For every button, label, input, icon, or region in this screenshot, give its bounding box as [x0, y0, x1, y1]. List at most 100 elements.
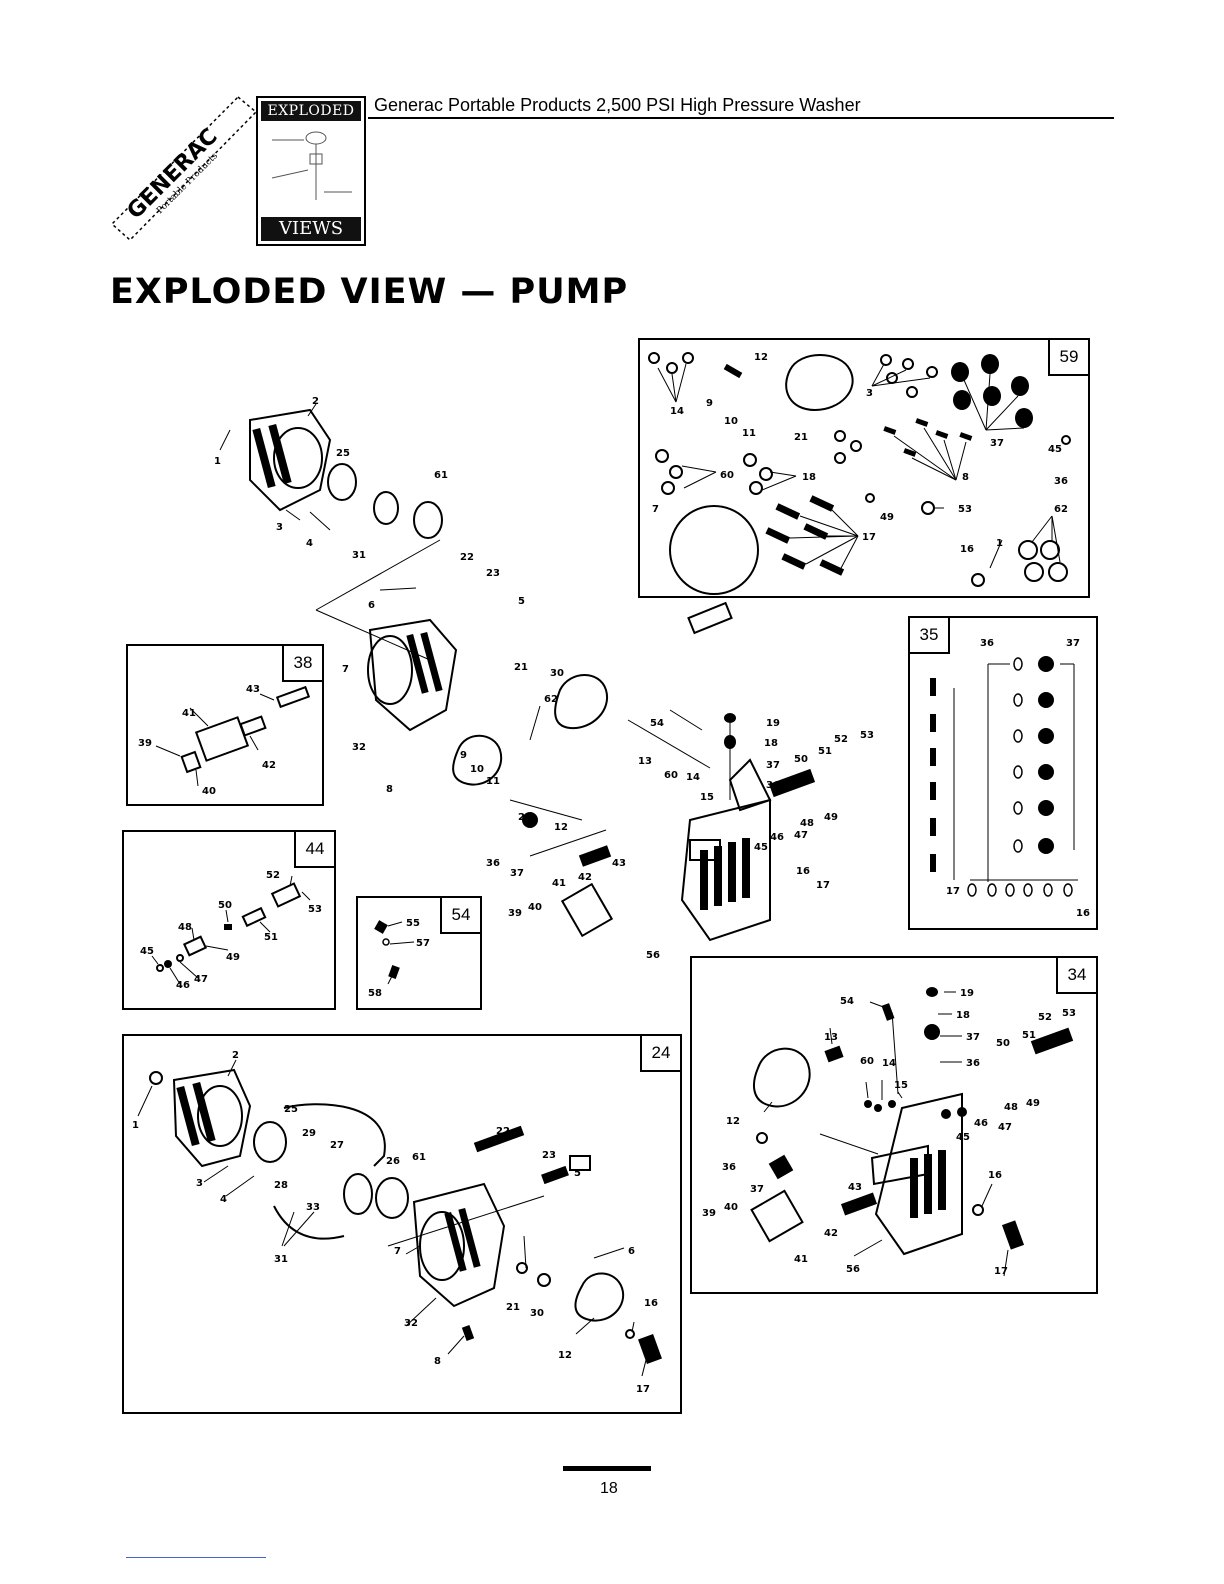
k59-label-10: 10	[724, 416, 738, 427]
k34-label-37b: 37	[750, 1184, 764, 1195]
main-label-1: 1	[214, 456, 221, 467]
page-title: EXPLODED VIEW — PUMP	[110, 272, 629, 312]
main-label-49: 49	[824, 812, 838, 823]
main-label-13: 13	[638, 756, 652, 767]
main-label-8: 8	[386, 784, 393, 795]
k35-label-16: 16	[1076, 908, 1090, 919]
k24-label-27: 27	[330, 1140, 344, 1151]
main-label-10: 10	[470, 764, 484, 775]
main-label-36: 36	[766, 780, 780, 791]
k59-label-1: 1	[996, 538, 1003, 549]
k59-label-14: 14	[670, 406, 684, 417]
k24-label-32: 32	[404, 1318, 418, 1329]
k34-label-36: 36	[966, 1058, 980, 1069]
main-label-41: 41	[552, 878, 566, 889]
main-label-43: 43	[612, 858, 626, 869]
k24-label-29: 29	[302, 1128, 316, 1139]
k44-label-52: 52	[266, 870, 280, 881]
kit-35-number: 35	[910, 618, 950, 654]
k24-label-16: 16	[644, 1298, 658, 1309]
k59-label-36: 36	[1054, 476, 1068, 487]
k34-label-48: 48	[1004, 1102, 1018, 1113]
k34-label-18: 18	[956, 1010, 970, 1021]
k44-label-49: 49	[226, 952, 240, 963]
main-label-4: 4	[306, 538, 313, 549]
k34-label-46: 46	[974, 1118, 988, 1129]
badge-diagram-icon	[271, 131, 352, 200]
k34-label-42: 42	[824, 1228, 838, 1239]
main-label-50: 50	[794, 754, 808, 765]
main-label-21: 21	[514, 662, 528, 673]
k59-label-8: 8	[962, 472, 969, 483]
main-label-54: 54	[650, 718, 664, 729]
kit-35-panel: 35 36 37 17	[908, 616, 1098, 930]
k24-label-61: 61	[412, 1152, 426, 1163]
k59-label-21: 21	[794, 432, 808, 443]
k34-label-37: 37	[966, 1032, 980, 1043]
k24-label-23: 23	[542, 1150, 556, 1161]
main-label-56: 56	[646, 950, 660, 961]
k34-label-60: 60	[860, 1056, 874, 1067]
k59-label-49: 49	[880, 512, 894, 523]
k59-label-53: 53	[958, 504, 972, 515]
kit-24-panel: 24	[122, 1034, 682, 1414]
main-label-19: 19	[766, 718, 780, 729]
main-label-60: 60	[664, 770, 678, 781]
k34-label-47: 47	[998, 1122, 1012, 1133]
main-label-52: 52	[834, 734, 848, 745]
k24-label-22: 22	[496, 1126, 510, 1137]
main-label-20: 20	[518, 812, 532, 823]
kit-59-panel: 59	[638, 338, 1090, 598]
logo-brand-text: GENERAC	[123, 124, 223, 224]
generac-logo: GENERAC Portable Products	[108, 92, 258, 242]
main-label-14: 14	[686, 772, 700, 783]
k24-label-28: 28	[274, 1180, 288, 1191]
main-label-11: 11	[486, 776, 500, 787]
page-number: 18	[600, 1480, 618, 1497]
k35-label-36: 36	[980, 638, 994, 649]
k38-label-40: 40	[202, 786, 216, 797]
k44-label-46: 46	[176, 980, 190, 991]
k24-label-6: 6	[628, 1246, 635, 1257]
k38-label-42: 42	[262, 760, 276, 771]
k35-label-37: 37	[1066, 638, 1080, 649]
k54-label-57: 57	[416, 938, 430, 949]
main-label-51: 51	[818, 746, 832, 757]
kit-34-number: 34	[1056, 958, 1096, 994]
k34-label-17: 17	[994, 1266, 1008, 1277]
k44-label-48: 48	[178, 922, 192, 933]
main-label-37: 37	[766, 760, 780, 771]
k44-label-51: 51	[264, 932, 278, 943]
header-rule	[368, 117, 1114, 119]
main-label-40: 40	[528, 902, 542, 913]
main-label-61: 61	[434, 470, 448, 481]
k24-label-1: 1	[132, 1120, 139, 1131]
kit-38-parts-diagram: 43 41 39 40 42	[138, 684, 311, 797]
k34-label-43: 43	[848, 1182, 862, 1193]
main-label-5: 5	[518, 596, 525, 607]
header-title: Generac Portable Products 2,500 PSI High…	[374, 95, 861, 115]
k59-label-9: 9	[706, 398, 713, 409]
k24-label-21: 21	[506, 1302, 520, 1313]
k24-label-17: 17	[636, 1384, 650, 1395]
badge-bottom-label: VIEWS	[261, 217, 361, 241]
k24-label-12: 12	[558, 1350, 572, 1361]
footer-rule	[563, 1466, 651, 1471]
k34-label-13: 13	[824, 1032, 838, 1043]
k34-label-12: 12	[726, 1116, 740, 1127]
k34-label-45: 45	[956, 1132, 970, 1143]
k59-label-11: 11	[742, 428, 756, 439]
kit-44-panel: 44 52 53 50 51 48 49 45 47 46	[122, 830, 336, 1010]
k34-label-14: 14	[882, 1058, 896, 1069]
k59-label-7: 7	[652, 504, 659, 515]
k59-label-60: 60	[720, 470, 734, 481]
footer-link-underline	[126, 1557, 266, 1558]
k24-label-2: 2	[232, 1050, 239, 1061]
main-pump-diagram: 2 25 61 1 3 4 31 22 23 6 5 7 21 30 62 32…	[214, 396, 874, 961]
k59-label-18: 18	[802, 472, 816, 483]
k34-label-39: 39	[702, 1208, 716, 1219]
main-label-47: 47	[794, 830, 808, 841]
main-label-7: 7	[342, 664, 349, 675]
main-label-37b: 37	[510, 868, 524, 879]
main-label-16: 16	[796, 866, 810, 877]
